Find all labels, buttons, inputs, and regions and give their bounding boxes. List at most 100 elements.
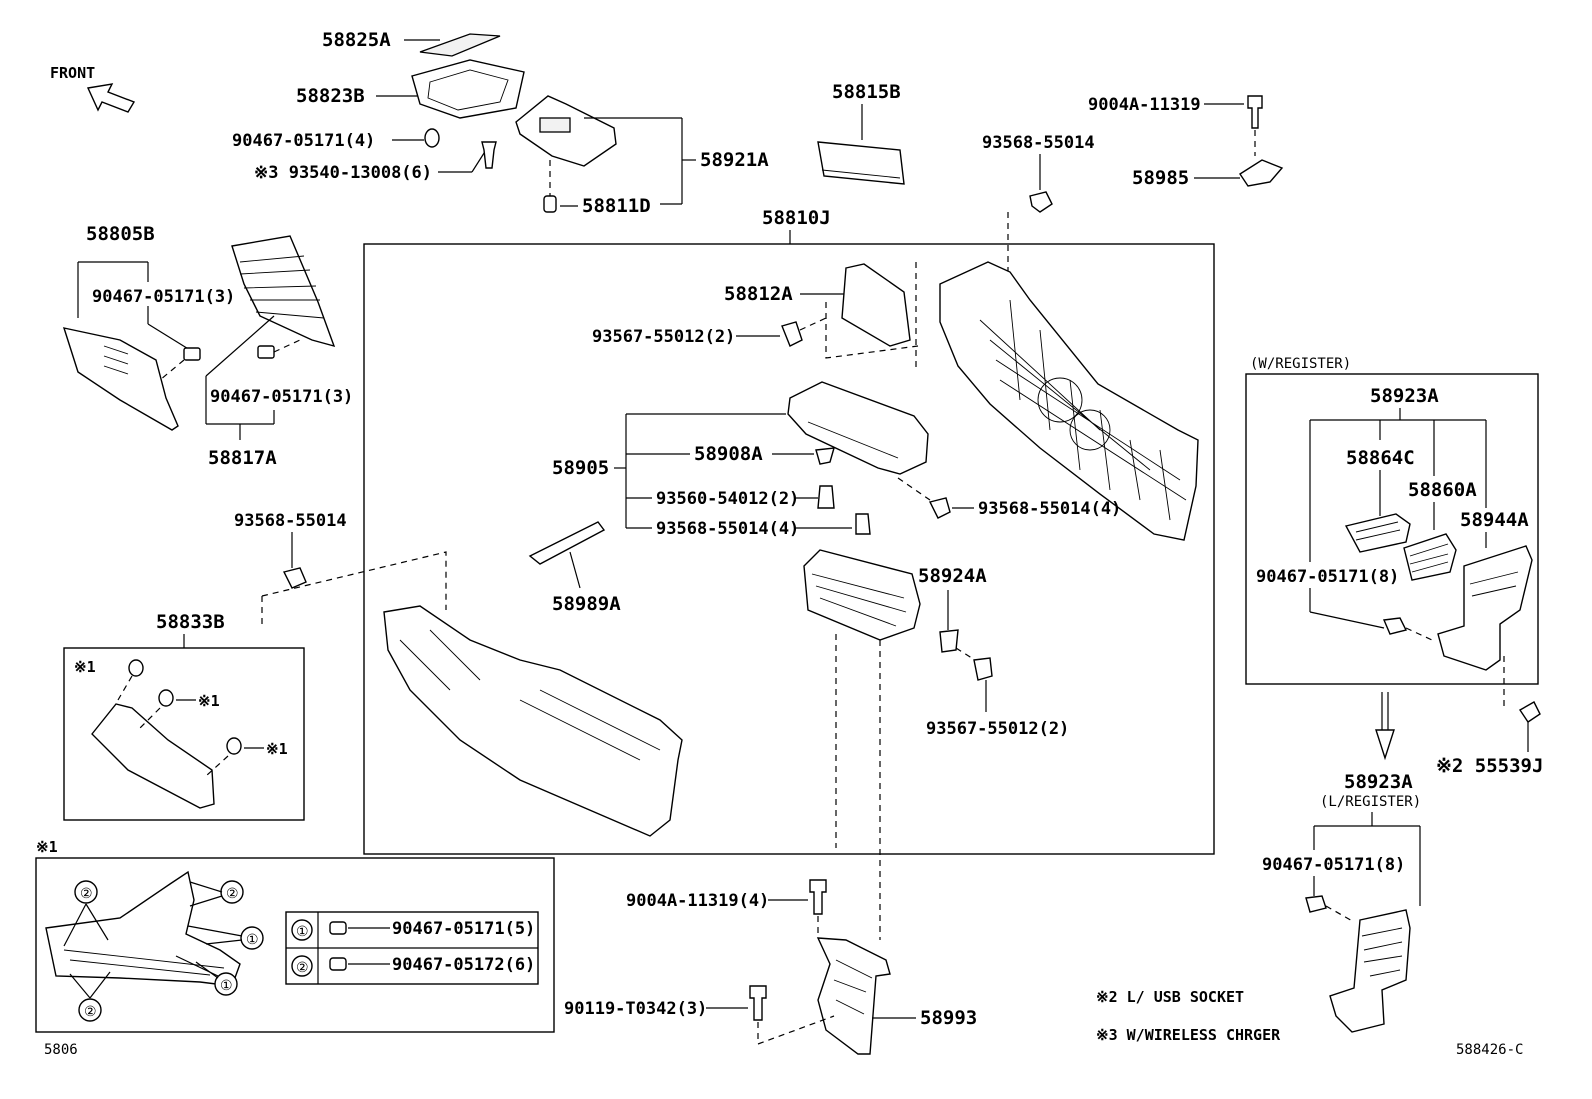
callout-58833B: 58833B [156, 611, 225, 633]
callout-58989A: 58989A [552, 593, 621, 615]
part-58812A-lid [841, 263, 911, 347]
callout-93540-13008-6: ※3 93540-13008(6) [254, 163, 432, 183]
bolt-58985-group: 9004A-11319 58985 [1088, 95, 1284, 189]
side-panel-group: 58805B 90467-05171(3) 90467-05171(3) 588… [62, 223, 353, 469]
clip-icon [1382, 617, 1408, 635]
part-58864C-vent [1344, 513, 1411, 553]
trim-58833B-group: 58833B ※1 ※1 ※1 [63, 611, 305, 821]
callout-9004A-11319: 9004A-11319 [1088, 95, 1201, 115]
bracket-58993-group: 9004A-11319(4) 58993 90119-T0342(3) [564, 879, 977, 1055]
part-58989A-rod [528, 521, 606, 565]
callout-93568-55014-left: 93568-55014 [234, 511, 347, 531]
screw-icon [781, 321, 803, 347]
inset-circle-1b: ① [220, 978, 233, 994]
note-usb-socket: ※2 L/ USB SOCKET [1096, 988, 1244, 1006]
pad-58815B-group: 58815B [817, 81, 905, 185]
screw-icon [973, 657, 993, 681]
legend-num-1: ① [296, 924, 309, 940]
callout-90467-05171-4: 90467-05171(4) [232, 131, 375, 151]
callout-58823B: 58823B [296, 85, 365, 107]
part-58985-bracket [1239, 159, 1284, 187]
down-arrow-icon [1375, 729, 1395, 761]
notes-group: ※2 L/ USB SOCKET ※3 W/WIRELESS CHRGER 58… [1096, 988, 1523, 1058]
callout-58860A: 58860A [1408, 479, 1477, 501]
console-assembly-group: 58810J 58812A 93567-55012(2) 58905 58908… [261, 207, 1215, 940]
part-58923A-l-register [1329, 909, 1411, 1033]
bolt-icon [1247, 95, 1263, 129]
callout-58924A: 58924A [918, 565, 987, 587]
clip-icon [257, 345, 275, 359]
front-label: FRONT [50, 64, 95, 82]
marker-note-1b: ※1 [198, 692, 220, 710]
callout-58944A: 58944A [1460, 509, 1529, 531]
register-box-title: (W/REGISTER) [1250, 356, 1351, 372]
callout-58864C: 58864C [1346, 447, 1415, 469]
clip-icon [543, 195, 557, 213]
clip-icon [128, 659, 144, 677]
part-58815B-pad [817, 141, 905, 185]
inset-circle-2c: ② [84, 1004, 97, 1020]
callout-58815B: 58815B [832, 81, 901, 103]
part-58823B-tray [411, 59, 525, 119]
part-58944A-panel [1437, 545, 1533, 671]
callout-9004A-11319-4: 9004A-11319(4) [626, 891, 769, 911]
clip-icon [1305, 895, 1327, 913]
clip-icon [815, 447, 835, 465]
clip-icon [158, 689, 174, 707]
bolt-icon [749, 985, 767, 1021]
callout-93568-55014-4b: 93568-55014(4) [978, 499, 1121, 519]
callout-90119-T0342-3: 90119-T0342(3) [564, 999, 707, 1019]
callout-58817A: 58817A [208, 447, 277, 469]
callout-58825A: 58825A [322, 29, 391, 51]
inset-circle-1a: ① [246, 932, 259, 948]
callout-93567-55012-2b: 93567-55012(2) [926, 719, 1069, 739]
clip-icon [1029, 191, 1053, 213]
marker-note-1c: ※1 [266, 740, 288, 758]
clip-icon [226, 737, 242, 755]
legend-part-2: 90467-05172(6) [392, 955, 535, 975]
callout-58993: 58993 [920, 1007, 977, 1029]
clip-icon [329, 957, 347, 971]
callout-58908A: 58908A [694, 443, 763, 465]
inset-circle-2b: ② [226, 886, 239, 902]
callout-90467-05171-3a: 90467-05171(3) [92, 287, 235, 307]
inset-circle-2a: ② [80, 886, 93, 902]
part-58924A-bin [803, 549, 921, 641]
bolt-icon [809, 879, 827, 915]
register-box-group: (W/REGISTER) 58923A 58864C 58860A 58944A… [1245, 356, 1539, 685]
clip-icon [329, 921, 347, 935]
legend-num-2: ② [296, 960, 309, 976]
clip-icon [939, 629, 959, 653]
front-arrow-icon [86, 83, 136, 113]
clip-icon [282, 567, 307, 589]
note-wireless-charger: ※3 W/WIRELESS CHRGER [1096, 1026, 1281, 1044]
marker-note-1: ※1 [74, 658, 96, 676]
part-console-front-body [383, 605, 683, 837]
callout-93560-54012-2: 93560-54012(2) [656, 489, 799, 509]
clip-icon [928, 497, 951, 519]
part-58833B-trim [91, 703, 215, 809]
inset-trim-panel [45, 870, 241, 987]
callout-58810J: 58810J [762, 207, 831, 229]
inset-detail-group: ※1 5806 ② ② ① ① ② ① 90467-05171(5) [35, 838, 555, 1058]
diagram-id: 588426-C [1456, 1042, 1523, 1058]
callout-90467-05171-8a: 90467-05171(8) [1256, 567, 1399, 587]
callout-90467-05171-3b: 90467-05171(3) [210, 387, 353, 407]
callout-90467-05171-8b: 90467-05171(8) [1262, 855, 1405, 875]
callout-58811D: 58811D [582, 195, 651, 217]
top-tray-group: 58825A 58823B 90467-05171(4) ※3 93540-13… [232, 29, 769, 217]
callout-93567-55012-2a: 93567-55012(2) [592, 327, 735, 347]
inset-footer: 5806 [44, 1042, 78, 1058]
l-register-subtitle: (L/REGISTER) [1320, 794, 1421, 810]
part-58993-bracket [816, 937, 891, 1055]
inset-title: ※1 [36, 838, 58, 856]
callout-58812A: 58812A [724, 283, 793, 305]
part-58805B-panel [62, 327, 179, 431]
clip-icon [183, 347, 201, 361]
callout-93568-55014-4a: 93568-55014(4) [656, 519, 799, 539]
part-55539J-socket [1519, 701, 1541, 723]
part-58825A-mat [419, 33, 501, 57]
callout-55539J: ※2 55539J [1436, 755, 1543, 777]
l-register-group: 58923A (L/REGISTER) 90467-05171(8) [1262, 771, 1421, 1033]
